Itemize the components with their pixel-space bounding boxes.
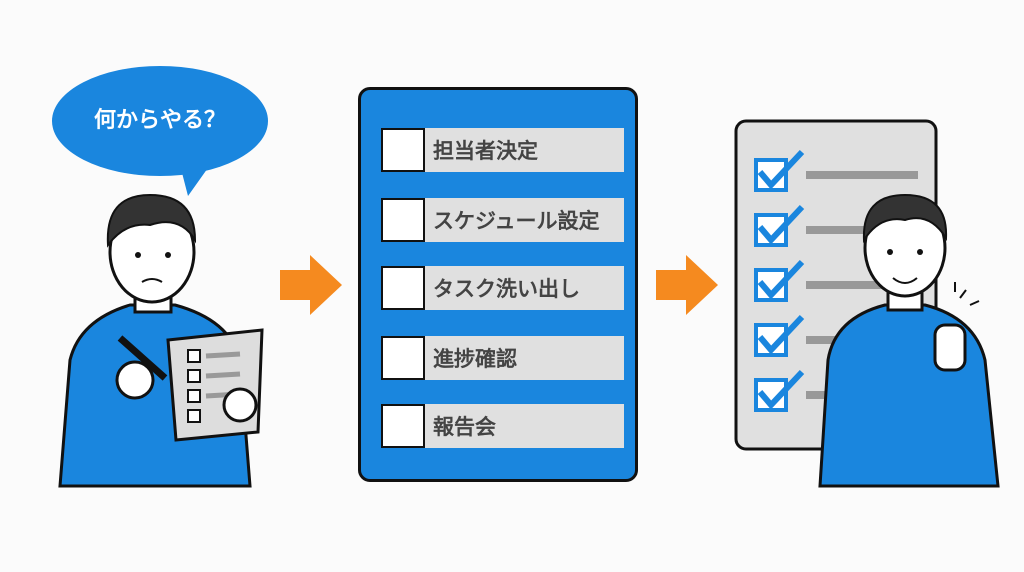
task-item[interactable]: 担当者決定 [381,128,624,172]
task-item[interactable]: スケジュール設定 [381,198,624,242]
arrow-right-icon [656,255,718,315]
happy-person [818,193,1000,488]
checkbox[interactable] [381,336,425,380]
speech-bubble-text: 何からやる？ [93,108,226,133]
checkmark-icon [757,149,805,190]
checkbox[interactable] [381,128,425,172]
arrow-right-icon [280,255,342,315]
checkbox[interactable] [381,404,425,448]
clipboard [166,328,264,442]
confused-person [58,193,264,488]
task-label: 進捗確認 [425,336,624,380]
checkbox[interactable] [381,198,425,242]
checkbox[interactable] [381,266,425,310]
task-list-panel: 担当者決定 スケジュール設定 タスク洗い出し 進捗確認 報告会 [358,87,638,482]
task-label: スケジュール設定 [425,198,624,242]
task-item[interactable]: タスク洗い出し [381,266,624,310]
thumbs-up-icon [933,323,967,372]
checkmark-icon [757,204,805,245]
pen-icon [117,335,168,381]
task-label: 報告会 [425,404,624,448]
task-item[interactable]: 進捗確認 [381,336,624,380]
task-label: 担当者決定 [425,128,624,172]
task-item[interactable]: 報告会 [381,404,624,448]
speech-bubble [52,66,268,196]
checkmark-icon [757,259,805,300]
checkmark-icon [757,314,805,355]
task-label: タスク洗い出し [425,266,624,310]
checkmark-icon [757,369,805,410]
